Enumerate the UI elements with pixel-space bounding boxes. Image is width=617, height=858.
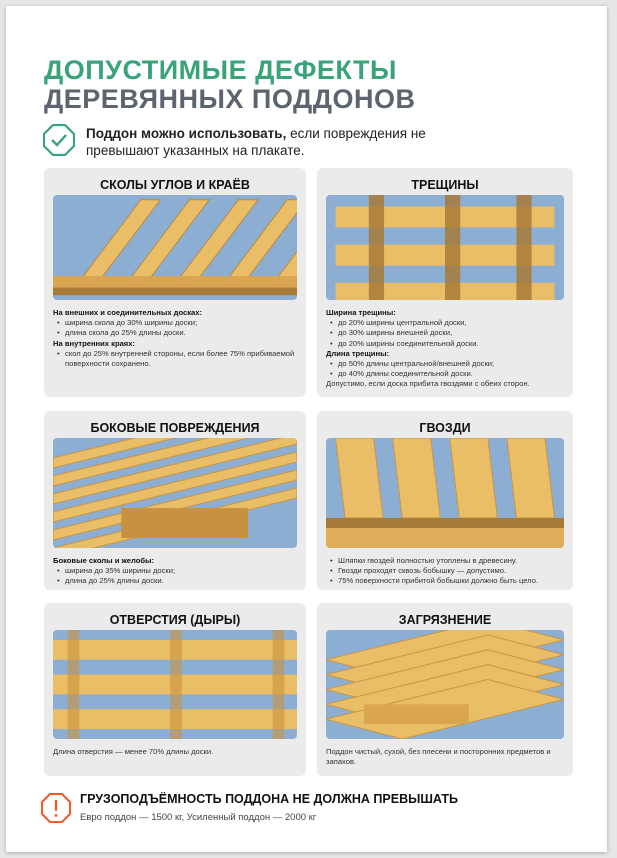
- text-paragraph: Длина отверстия — менее 70% длины доски.: [53, 747, 214, 756]
- pallet-illustration: [53, 195, 297, 300]
- card-text: Шляпки гвоздей полностью утоплены в древ…: [326, 556, 567, 587]
- text-heading: На внутренних краях:: [53, 338, 135, 348]
- card-text: На внешних и соединительных досках:ширин…: [53, 308, 300, 369]
- card-text: Ширина трещины:до 20% ширины центральной…: [326, 308, 567, 390]
- text-heading: На внешних и соединительных досках:: [53, 308, 203, 317]
- pallet-illustration: [326, 630, 564, 739]
- bullet-item: 75% поверхности прибитой бобышки должно …: [326, 576, 567, 586]
- card-title: ГВОЗДИ: [419, 421, 471, 435]
- card-title: БОКОВЫЕ ПОВРЕЖДЕНИЯ: [90, 421, 260, 435]
- text-heading: Длина трещины:: [326, 348, 390, 358]
- title-line-1: ДОПУСТИМЫЕ ДЕФЕКТЫ: [44, 55, 397, 85]
- card-contamination: ЗАГРЯЗНЕНИЕ Поддон чистый, сухой, без пле…: [317, 603, 573, 776]
- bullet-item: длина скола до 25% длины доски.: [53, 328, 300, 338]
- intro-bold: Поддон можно использовать,: [86, 126, 287, 141]
- card-text: Боковые сколы и желобы:ширина до 35% шир…: [53, 556, 300, 587]
- card-chips: СКОЛЫ УГЛОВ И КРАЁВ На внешних и соединит…: [44, 168, 306, 397]
- card-side-damage: БОКОВЫЕ ПОВРЕЖДЕНИЯ Боковые сколы и желоб…: [44, 411, 306, 590]
- card-text: Поддон чистый, сухой, без плесени и пост…: [326, 747, 567, 767]
- pallet-illustration: [53, 438, 297, 548]
- check-badge-icon: [43, 124, 75, 156]
- intro-text: Поддон можно использовать, если поврежде…: [86, 125, 426, 159]
- bullet-item: до 20% ширины центральной доски,: [326, 318, 567, 328]
- bullet-item: до 40% длины соединительной доски.: [326, 369, 567, 379]
- bullet-item: до 20% ширины соединительной доски.: [326, 339, 567, 349]
- card-holes: ОТВЕРСТИЯ (ДЫРЫ) Длина отверстия — менее …: [44, 603, 306, 776]
- text-heading: Боковые сколы и желобы:: [53, 556, 155, 565]
- pallet-illustration: [326, 195, 564, 300]
- card-nails: ГВОЗДИ Шляпки гвоздей полностью утоплены …: [317, 411, 573, 590]
- poster: ДОПУСТИМЫЕ ДЕФЕКТЫ ДЕРЕВЯННЫХ ПОДДОНОВ П…: [6, 6, 607, 852]
- text-paragraph: Допустимо, если доска прибита гвоздями с…: [326, 379, 530, 389]
- title-line-2: ДЕРЕВЯННЫХ ПОДДОНОВ: [44, 84, 416, 114]
- card-cracks: ТРЕЩИНЫ Ширина трещины:до 20% ширины цент…: [317, 168, 573, 397]
- warning-icon: [41, 793, 71, 823]
- bullet-item: ширина скола до 30% ширины доски;: [53, 318, 300, 328]
- text-heading: Ширина трещины:: [326, 308, 396, 317]
- card-title: ЗАГРЯЗНЕНИЕ: [398, 613, 492, 627]
- bullet-item: Шляпки гвоздей полностью утоплены в древ…: [326, 556, 567, 566]
- card-text: Длина отверстия — менее 70% длины доски.: [53, 747, 300, 757]
- warning-title: ГРУЗОПОДЪЁМНОСТЬ ПОДДОНА НЕ ДОЛЖНА ПРЕВЫ…: [80, 792, 458, 806]
- pallet-illustration: [53, 630, 297, 739]
- pallet-illustration: [326, 438, 564, 548]
- warning-text: Евро поддон — 1500 кг, Усиленный поддон …: [80, 812, 317, 823]
- bullet-item: длина до 25% длины доски.: [53, 576, 300, 586]
- poster-title: ДОПУСТИМЫЕ ДЕФЕКТЫ ДЕРЕВЯННЫХ ПОДДОНОВ: [44, 56, 415, 114]
- bullet-item: скол до 25% внутренней стороны, если бол…: [53, 349, 300, 369]
- card-title: ОТВЕРСТИЯ (ДЫРЫ): [109, 613, 241, 627]
- text-paragraph: Поддон чистый, сухой, без плесени и пост…: [326, 747, 551, 767]
- bullet-item: до 50% длины центральной/внешней доски;: [326, 359, 567, 369]
- intro-rest: если повреждения не превышают указанных …: [86, 126, 426, 158]
- bullet-item: Гвозди проходят сквозь бобышку — допусти…: [326, 566, 567, 576]
- bullet-item: ширина до 35% ширины доски;: [53, 566, 300, 576]
- card-title: ТРЕЩИНЫ: [411, 178, 479, 192]
- card-title: СКОЛЫ УГЛОВ И КРАЁВ: [100, 178, 250, 192]
- bullet-item: до 30% ширины внешней доски,: [326, 328, 567, 338]
